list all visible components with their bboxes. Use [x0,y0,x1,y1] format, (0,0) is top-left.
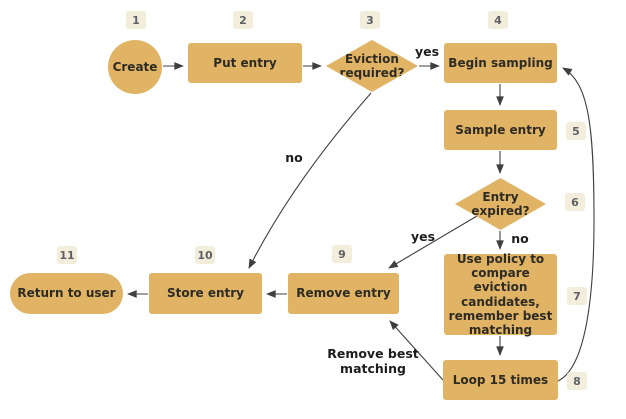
edge-label-expired-yes: yes [410,229,436,244]
step-badge-11: 11 [57,246,77,264]
node-use-policy: Use policy to compare eviction candidate… [444,252,557,337]
step-badge-7: 7 [567,287,587,305]
edge-label-remove-best-matching: Remove best matching [327,346,419,376]
edge-label-eviction-yes: yes [414,44,440,59]
edge-loop-back-to-begin [557,67,595,382]
node-store-entry: Store entry [149,273,262,314]
edge-eviction-no-to-store-entry [248,92,372,269]
node-create: Create [108,40,162,94]
step-badge-5: 5 [566,122,586,140]
edge-label-expired-no: no [511,231,529,246]
edge-expired-yes-to-remove [388,215,478,269]
node-loop-15-times: Loop 15 times [443,360,558,400]
node-remove-entry: Remove entry [288,273,399,314]
node-begin-sampling: Begin sampling [444,43,557,83]
step-badge-3: 3 [360,11,380,29]
edge-label-eviction-no: no [285,150,303,165]
node-sample-entry: Sample entry [444,110,557,150]
step-badge-4: 4 [488,11,508,29]
step-badge-9: 9 [332,245,352,263]
step-badge-10: 10 [195,246,215,264]
node-return-to-user: Return to user [10,273,123,314]
node-put-entry: Put entry [188,43,302,83]
step-badge-2: 2 [233,11,253,29]
edge-loop-to-remove-entry [389,320,444,381]
step-badge-6: 6 [565,193,585,211]
step-badge-1: 1 [126,11,146,29]
step-badge-8: 8 [567,372,587,390]
